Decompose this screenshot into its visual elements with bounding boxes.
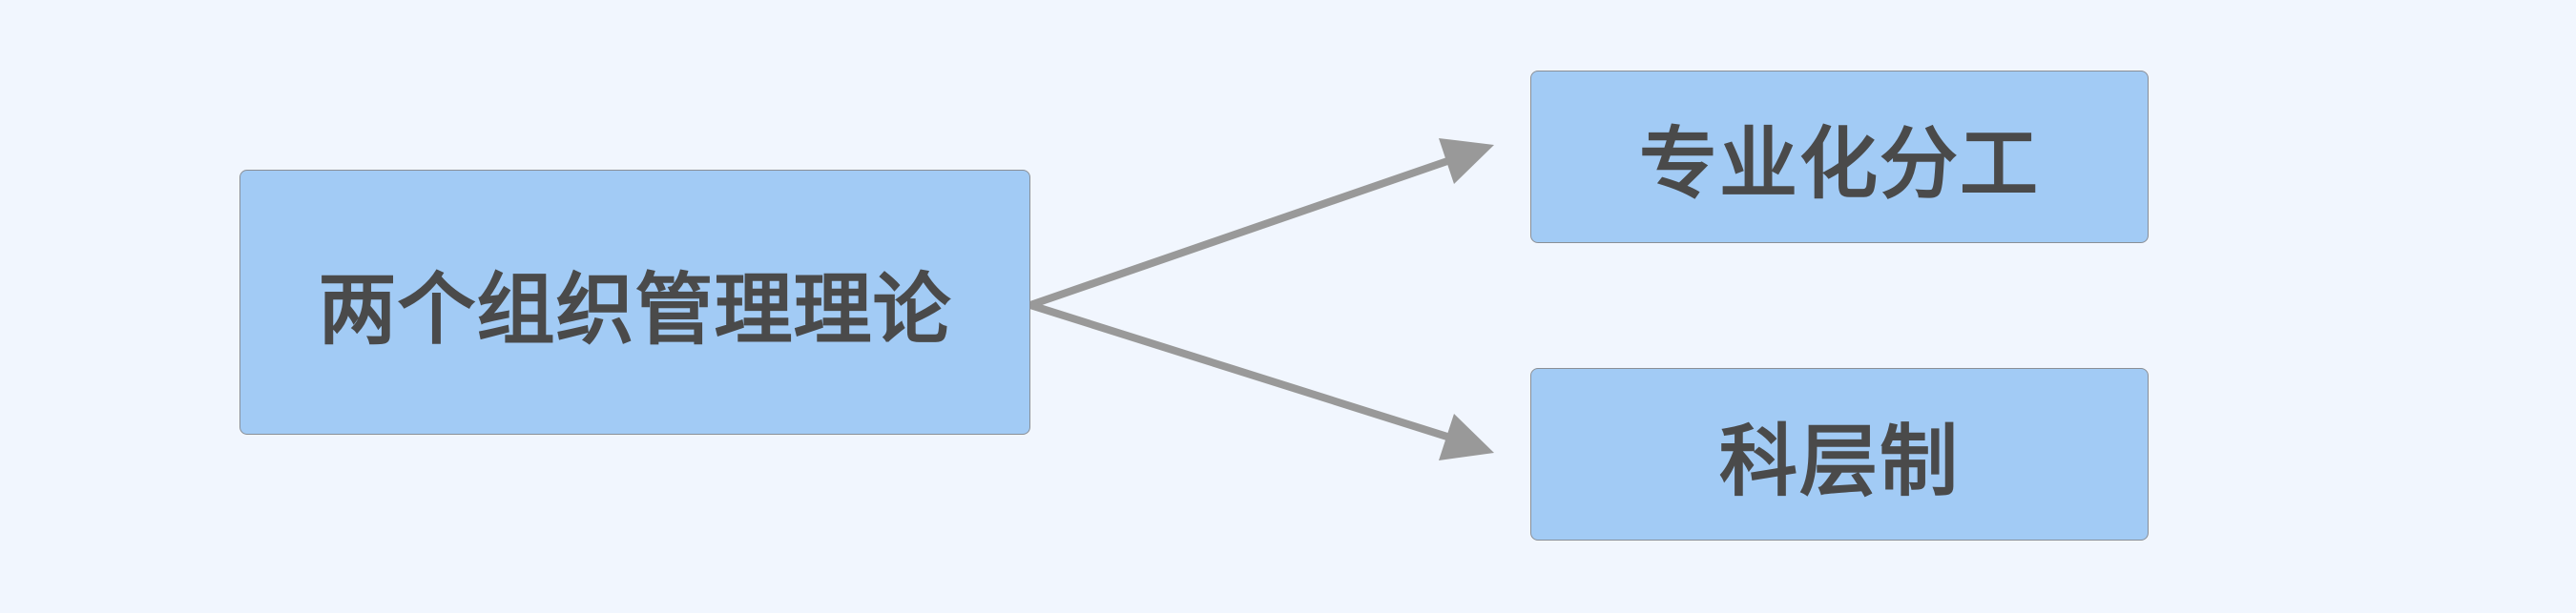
root-node-label: 两个组织管理理论 [318, 264, 952, 356]
edge-root-to-bureaucracy [1028, 301, 1452, 441]
root-node[interactable]: 两个组织管理理论 [239, 170, 1030, 435]
edge-root-to-specialization [1028, 156, 1452, 309]
arrowhead-specialization-icon [1439, 138, 1494, 184]
child-node-specialization[interactable]: 专业化分工 [1530, 71, 2149, 243]
child-node-bureaucracy[interactable]: 科层制 [1530, 368, 2149, 541]
arrowhead-bureaucracy-icon [1439, 414, 1494, 460]
child-node-label: 科层制 [1718, 417, 1960, 507]
child-node-label: 专业化分工 [1638, 119, 2040, 210]
